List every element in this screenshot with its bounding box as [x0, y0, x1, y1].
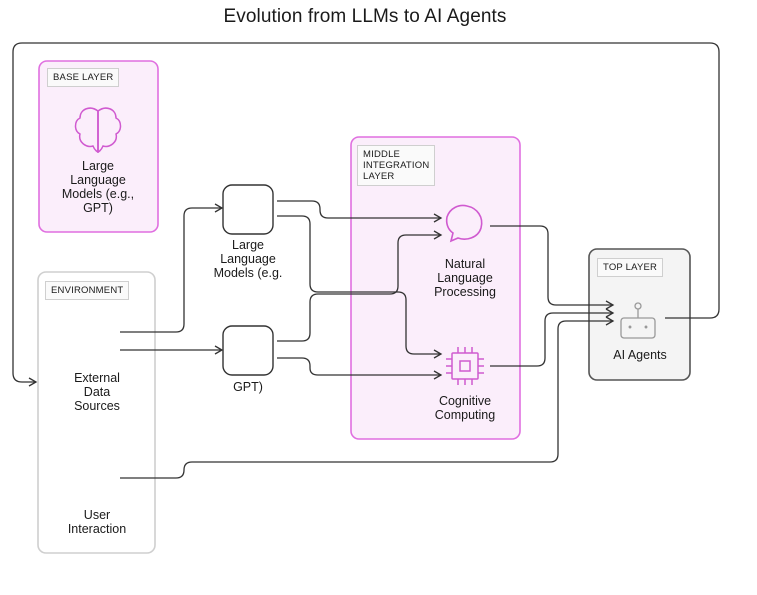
chip-icon — [446, 347, 484, 385]
top-layer-tag: TOP LAYER — [597, 258, 664, 277]
middle-layer-tag: MIDDLE INTEGRATION LAYER — [357, 145, 436, 186]
environment-box — [37, 271, 156, 554]
connector-cognitive-to-agents — [490, 308, 615, 367]
cognitive-label: Cognitive Computing — [434, 394, 496, 422]
connector-llm-to-nlp — [277, 200, 443, 223]
base-llm-label: Large Language Models (e.g., GPT) — [61, 159, 135, 215]
base-layer-tag: BASE LAYER — [47, 68, 120, 87]
ai-agents-label: AI Agents — [613, 348, 667, 362]
external-data-label: External Data Sources — [74, 371, 120, 413]
gpt-node[interactable] — [222, 325, 274, 376]
gpt-node-label: GPT) — [233, 380, 263, 394]
connector-gpt-to-cognitive — [277, 357, 443, 380]
connector-external-to-llm — [120, 203, 224, 333]
environment-tag: ENVIRONMENT — [45, 281, 130, 300]
robot-icon — [620, 302, 656, 339]
brain-icon — [74, 107, 122, 154]
diagram-title: Evolution from LLMs to AI Agents — [223, 6, 507, 27]
llm-node[interactable] — [222, 184, 274, 235]
connector-gpt-to-nlp — [277, 230, 443, 342]
user-interaction-label: User Interaction — [67, 508, 127, 536]
nlp-label: Natural Language Processing — [434, 257, 496, 299]
top-layer-box — [588, 248, 691, 381]
llm-node-label: Large Language Models (e.g. — [213, 238, 283, 280]
connector-agents-to-external — [12, 42, 720, 387]
speech-bubble-icon — [445, 204, 483, 243]
connector-nlp-to-agents — [490, 225, 615, 310]
connector-llm-to-cognitive — [277, 215, 443, 359]
connector-user-to-agents — [120, 316, 615, 479]
